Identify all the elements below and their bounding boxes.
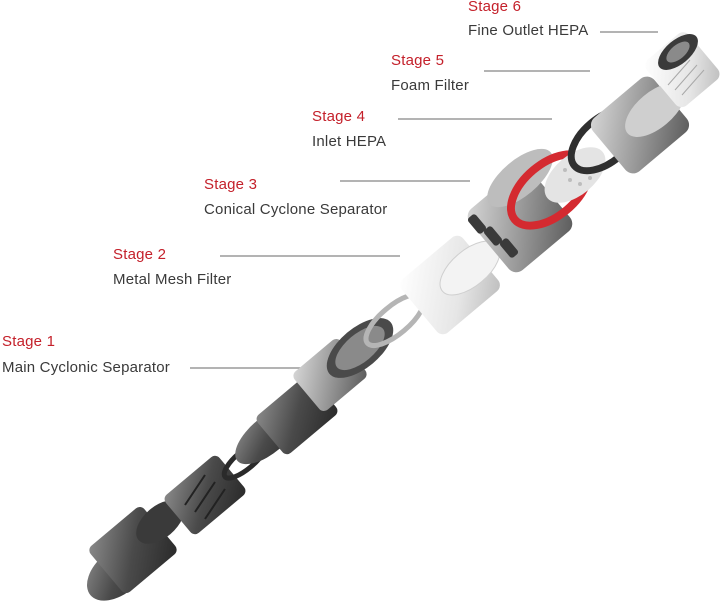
stage-5-name: Foam Filter — [391, 77, 470, 94]
stage-6-number: Stage 6 — [468, 0, 522, 15]
leader-lines — [190, 31, 658, 369]
stage-4-number: Stage 4 — [312, 108, 366, 125]
stage-1-number: Stage 1 — [2, 333, 56, 350]
stage-5-number: Stage 5 — [391, 52, 445, 69]
stage-1-cyclone-housing — [235, 318, 394, 465]
stage-6-outlet-hepa — [645, 32, 720, 108]
stage-2-number: Stage 2 — [113, 246, 167, 263]
stage-3-name: Conical Cyclone Separator — [204, 201, 388, 218]
stage-4-name: Inlet HEPA — [312, 133, 387, 150]
stage-1-slotted-cylinder — [164, 439, 269, 535]
stage-2-name: Metal Mesh Filter — [113, 271, 232, 288]
stage-1-name: Main Cyclonic Separator — [2, 359, 171, 376]
stage-1-base-cup — [87, 500, 184, 601]
stage-3-number: Stage 3 — [204, 176, 258, 193]
stage-6-name: Fine Outlet HEPA — [468, 22, 589, 39]
